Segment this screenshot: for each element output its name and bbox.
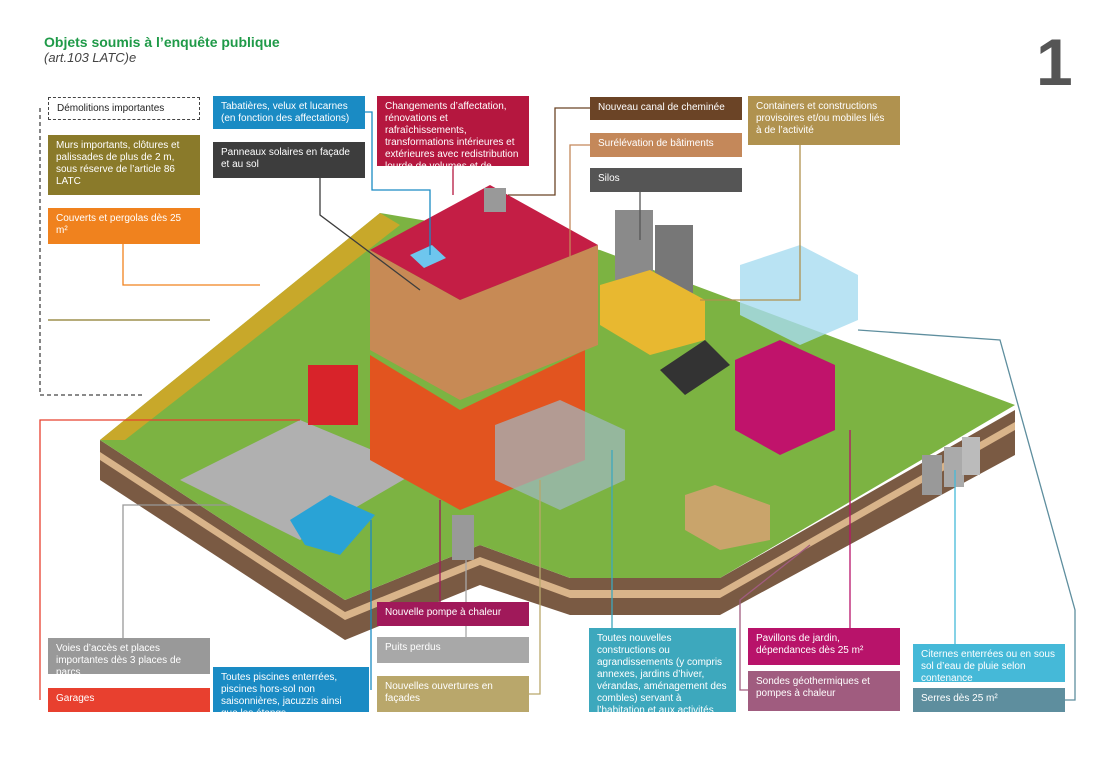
well: [452, 515, 474, 560]
label-sondes: Sondes géothermiques et pompes à chaleur: [748, 671, 900, 711]
shed: [685, 485, 770, 550]
label-changements: Changements d’affectation, rénovations e…: [377, 96, 529, 184]
label-murs: Murs importants, clôtures et palissades …: [48, 135, 200, 195]
container: [600, 270, 705, 355]
label-couverts: Couverts et pergolas dès 25 m²: [48, 208, 200, 244]
garage-door: [308, 365, 358, 425]
connector-lines: [39, 107, 1076, 701]
wall: [100, 213, 400, 440]
label-serres: Serres dès 25 m²: [913, 688, 1065, 712]
label-garages: Garages: [48, 688, 210, 712]
skylight: [410, 245, 446, 268]
label-citernes: Citernes enterrées ou en sous sol d’eau …: [913, 644, 1065, 684]
label-pompe: Nouvelle pompe à chaleur: [377, 602, 529, 626]
page-number: 1: [1036, 25, 1073, 99]
label-surelevation: Surélévation de bâtiments: [590, 133, 742, 157]
label-constructions: Toutes nouvelles constructions ou agrand…: [589, 628, 736, 716]
label-demolitions: Démolitions importantes: [48, 97, 200, 120]
label-tabatieres: Tabatières, velux et lucarnes (en foncti…: [213, 96, 365, 129]
label-ouvertures: Nouvelles ouvertures en façades: [377, 676, 529, 712]
silo: [615, 210, 653, 280]
label-puits: Puits perdus: [377, 637, 529, 663]
pool: [290, 495, 375, 555]
soil-layers: [100, 410, 1015, 640]
page-subtitle: (art.103 LATC)e: [44, 50, 137, 65]
veranda: [495, 400, 625, 510]
label-voies: Voies d’accès et places importantes dès …: [48, 638, 210, 678]
cistern: [944, 447, 964, 487]
label-pavillons: Pavillons de jardin, dépendances dès 25 …: [748, 628, 900, 665]
house-upper: [370, 245, 598, 400]
solar-panel: [660, 340, 730, 395]
cistern: [922, 455, 942, 495]
label-containers: Containers et constructions provisoires …: [748, 96, 900, 145]
label-canal: Nouveau canal de cheminée: [590, 97, 742, 120]
label-piscines: Toutes piscines enterrées, piscines hors…: [213, 667, 369, 719]
pavilion: [735, 340, 835, 455]
label-silos: Silos: [590, 168, 742, 192]
roof: [370, 185, 598, 300]
label-panneaux: Panneaux solaires en façade et au sol: [213, 142, 365, 178]
chimney: [484, 188, 506, 212]
driveway: [180, 420, 420, 540]
cistern: [962, 437, 980, 475]
greenhouse: [740, 245, 858, 345]
page-title: Objets soumis à l’enquête publique: [44, 34, 280, 50]
